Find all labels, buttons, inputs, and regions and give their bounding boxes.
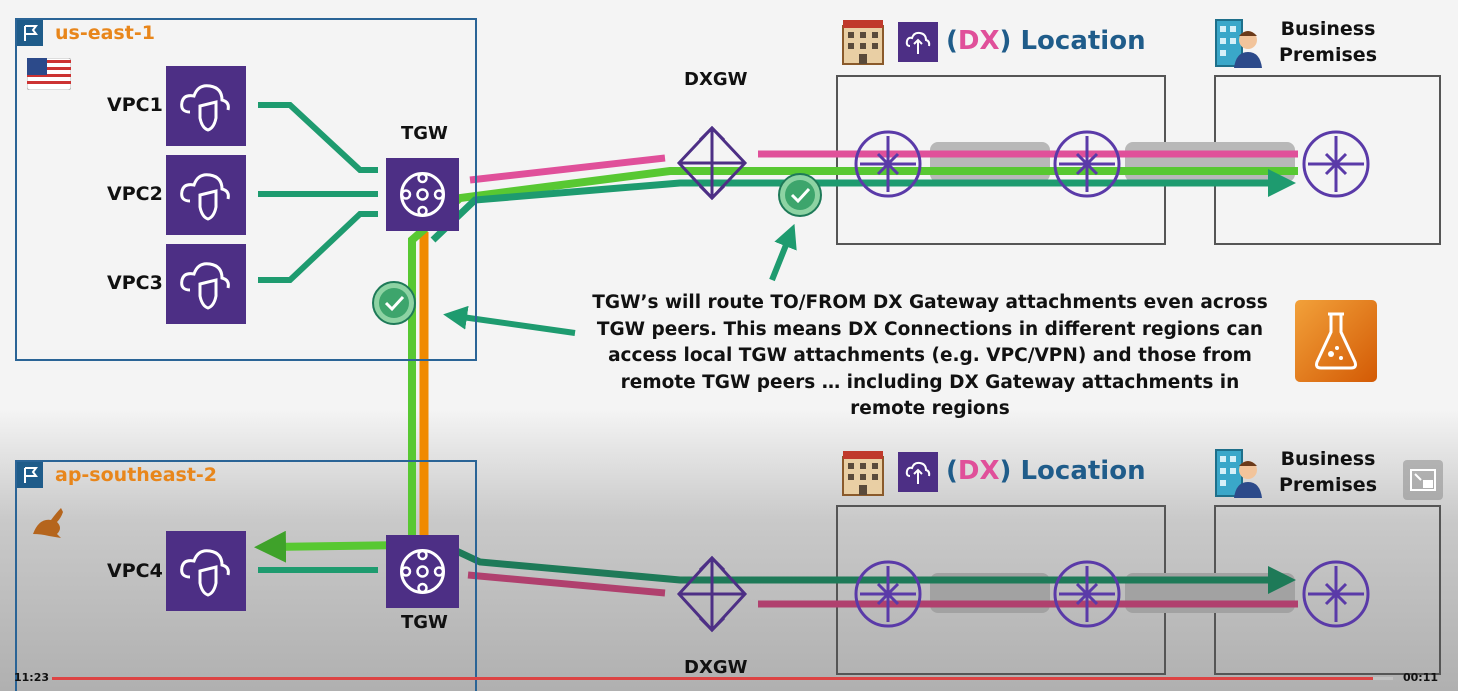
- vpc-icon: [180, 84, 230, 132]
- pip-icon[interactable]: [1403, 460, 1443, 500]
- vpc4-tile[interactable]: [166, 531, 246, 611]
- dxgw-icon: [676, 555, 748, 633]
- note-arrow-up: [769, 223, 797, 282]
- tgw-top-label: TGW: [401, 123, 448, 144]
- router-icon: [1302, 560, 1370, 628]
- vpc1-label: VPC1: [107, 94, 163, 116]
- tgw-top-tile[interactable]: [386, 158, 459, 231]
- pink-path-top-left: [469, 154, 666, 184]
- region-ap-southeast-2: ap-southeast-2: [15, 460, 477, 691]
- region-title: us-east-1: [55, 22, 155, 44]
- progress-bar[interactable]: [52, 677, 1393, 680]
- elapsed-time: 11:23: [14, 671, 50, 684]
- dxgw-top-label: DXGW: [684, 69, 748, 90]
- building-icon: [842, 451, 884, 496]
- dx-location-icon: [898, 452, 938, 492]
- us-flag-icon: [27, 58, 71, 90]
- region-title: ap-southeast-2: [55, 464, 218, 486]
- business-person-icon: [1215, 19, 1262, 68]
- vpc-tgw-links-top: [258, 102, 378, 283]
- vpc-icon: [180, 262, 230, 310]
- flag-icon: [17, 20, 43, 46]
- router-icon: [854, 560, 922, 628]
- progress-fill: [52, 677, 1373, 680]
- tgw-bottom-label: TGW: [401, 612, 448, 633]
- check-icon: [372, 281, 416, 325]
- region-us-east-1: us-east-1: [15, 18, 477, 361]
- lab-flask-icon[interactable]: [1295, 300, 1377, 382]
- tgw-icon: [400, 549, 445, 594]
- vpc1-tile[interactable]: [166, 66, 246, 146]
- vpc3-tile[interactable]: [166, 244, 246, 324]
- vpc-icon: [180, 549, 230, 597]
- vpc2-label: VPC2: [107, 183, 163, 205]
- building-icon: [842, 20, 884, 65]
- dx-location-title-bottom: (DX) Location: [946, 456, 1146, 486]
- vpc2-tile[interactable]: [166, 155, 246, 235]
- green-path-top: [430, 169, 1296, 243]
- flag-icon: [17, 462, 43, 488]
- vpc4-label: VPC4: [107, 560, 163, 582]
- business-person-icon: [1215, 449, 1262, 498]
- router-icon: [1053, 130, 1121, 198]
- kangaroo-icon: [33, 508, 63, 538]
- router-icon: [1302, 130, 1370, 198]
- dxgw-bottom-label: DXGW: [684, 657, 748, 678]
- remaining-time: 00:11: [1403, 671, 1439, 684]
- dxgw-icon: [676, 125, 748, 201]
- tgw-icon: [400, 172, 445, 217]
- explanation-note: TGW’s will route TO/FROM DX Gateway atta…: [592, 292, 1268, 419]
- vpc3-label: VPC3: [107, 272, 163, 294]
- dx-location-title-top: (DX) Location: [946, 26, 1146, 56]
- router-icon: [1053, 560, 1121, 628]
- router-icon: [854, 130, 922, 198]
- check-icon: [778, 173, 822, 217]
- vpc-icon: [180, 173, 230, 221]
- pink-path-bottom-left: [467, 571, 666, 597]
- tgw-bottom-tile[interactable]: [386, 535, 459, 608]
- dx-location-icon: [898, 22, 938, 62]
